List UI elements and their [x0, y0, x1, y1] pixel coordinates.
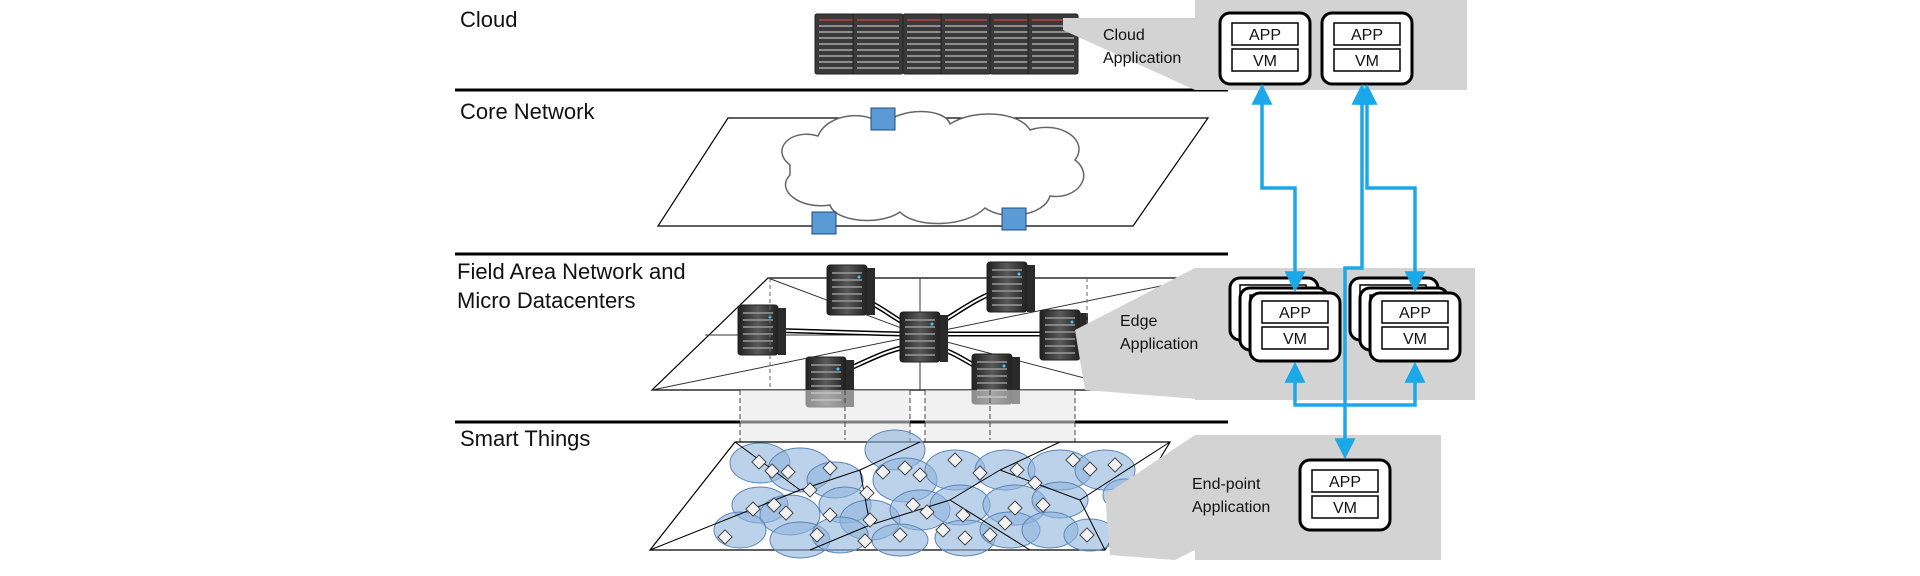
edge-app-vm-stack-2: APP VM: [1348, 276, 1462, 363]
app-label: APP: [1329, 474, 1361, 491]
app-label: APP: [1279, 305, 1311, 322]
layer-label-smart-things: Smart Things: [460, 426, 590, 451]
micro-datacenter-server-icon: [986, 261, 1036, 313]
arrow-cloud-edge-2: [1356, 83, 1426, 293]
endpoint-app-vm-box: APP VM: [1298, 458, 1392, 532]
micro-datacenter-server-icon: [737, 304, 787, 356]
edge-app-vm-stack-1: APP VM: [1228, 276, 1342, 363]
vm-label: VM: [1403, 331, 1427, 348]
layer-label-field-area-1: Field Area Network and: [457, 259, 686, 284]
cloud-shape-icon: [781, 110, 1085, 225]
app-label: APP: [1399, 305, 1431, 322]
vm-label: VM: [1253, 53, 1277, 70]
layer-label-cloud: Cloud: [460, 7, 517, 32]
vm-label: VM: [1333, 500, 1357, 517]
callout-endpoint-line1: End-point: [1192, 476, 1261, 493]
core-router-icon: [870, 107, 896, 131]
core-router-icon: [811, 211, 837, 235]
cloud-app-vm-box-2: APP VM: [1320, 11, 1414, 86]
smart-things-devices: [649, 429, 1171, 559]
core-network-plane: [656, 107, 1210, 235]
layer-label-core-network: Core Network: [460, 99, 595, 124]
micro-datacenter-server-icon: [899, 311, 949, 363]
cloud-app-vm-box-1: APP VM: [1218, 11, 1312, 86]
communication-arrows: [1251, 83, 1426, 460]
callout-cloud-line1: Cloud: [1103, 27, 1145, 44]
arrow-cloud-edge-1: [1251, 83, 1306, 293]
endpoint-application-callout: End-point Application: [1105, 435, 1441, 560]
app-label: APP: [1351, 27, 1383, 44]
arrow-edge-edge: [1284, 361, 1426, 407]
callout-cloud-line2: Application: [1103, 50, 1181, 67]
vm-label: VM: [1355, 53, 1379, 70]
layer-label-field-area-2: Micro Datacenters: [457, 288, 636, 313]
micro-datacenter-server-icon: [826, 264, 876, 316]
callout-edge-line1: Edge: [1120, 313, 1157, 330]
callout-endpoint-line2: Application: [1192, 499, 1270, 516]
app-label: APP: [1249, 27, 1281, 44]
vm-label: VM: [1283, 331, 1307, 348]
cloud-datacenter-servers: [814, 13, 1079, 75]
arrow-cloud-endpoint: [1334, 83, 1373, 460]
field-area-network-plane: [650, 261, 1202, 408]
core-router-icon: [1001, 207, 1027, 231]
callout-edge-line2: Application: [1120, 336, 1198, 353]
